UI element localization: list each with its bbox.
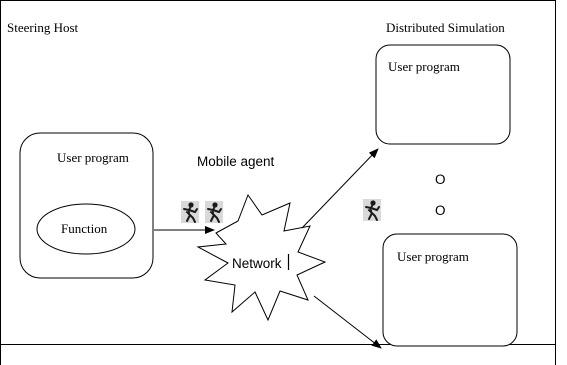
distributed-simulation-title: Distributed Simulation bbox=[386, 20, 505, 35]
sim-user-program-box-bottom bbox=[382, 233, 518, 347]
function-label: Function bbox=[61, 221, 108, 236]
sim-user-program-label-bottom: User program bbox=[397, 249, 469, 264]
arrow-network-to-top-node bbox=[301, 148, 379, 229]
sim-user-program-box-top bbox=[375, 44, 511, 145]
function-ellipse bbox=[36, 203, 136, 255]
continuation-mark: O bbox=[435, 203, 446, 218]
running-figure-icon bbox=[180, 200, 200, 224]
steering-host-title: Steering Host bbox=[7, 20, 79, 35]
network-starburst bbox=[196, 193, 327, 322]
host-user-program-label: User program bbox=[57, 150, 129, 165]
running-figure-icon bbox=[362, 198, 382, 222]
arrow-network-to-bottom-node bbox=[313, 295, 382, 349]
sim-user-program-label-top: User program bbox=[388, 59, 460, 74]
network-label: Network bbox=[232, 256, 282, 271]
continuation-mark: O bbox=[435, 172, 446, 187]
mobile-agent-label: Mobile agent bbox=[197, 154, 275, 169]
running-figure-icon bbox=[204, 200, 224, 224]
